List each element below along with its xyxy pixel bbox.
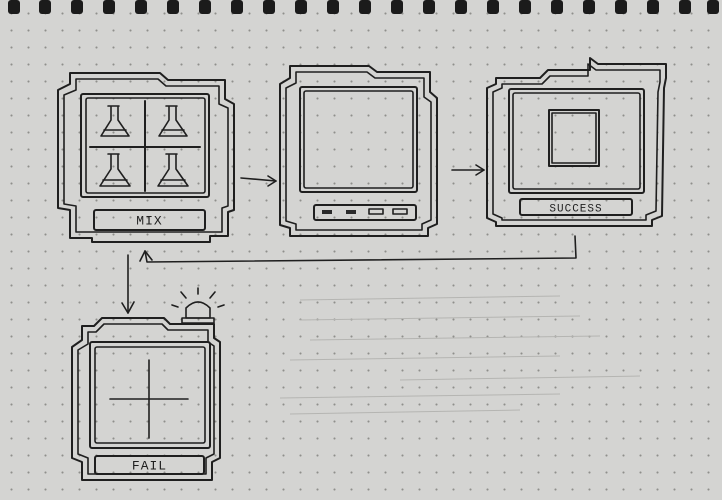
success-screen: SUCCESS	[486, 57, 667, 227]
success-button-label: SUCCESS	[549, 204, 602, 216]
flask-icon	[157, 153, 189, 187]
option-chip[interactable]	[368, 208, 384, 215]
option-chip[interactable]	[322, 210, 332, 214]
mix-screen: MIX	[57, 72, 235, 243]
fail-button[interactable]	[94, 455, 205, 475]
return-loop-arrow	[139, 235, 577, 263]
result-square	[548, 109, 600, 167]
fail-button-label: FAIL	[132, 459, 167, 474]
flask-icon	[100, 105, 130, 137]
flask-icon	[99, 153, 131, 187]
fail-display-area	[89, 341, 211, 449]
blank-display-area	[299, 86, 418, 193]
options-bar	[313, 204, 417, 221]
mix-display-area	[80, 93, 210, 198]
success-display-area	[508, 88, 645, 194]
notebook-spiral-binding	[8, 0, 719, 14]
bleed-through-marks	[279, 295, 641, 415]
fail-screen: FAIL	[71, 287, 225, 481]
arrow-down-icon	[121, 254, 135, 314]
flask-icon	[158, 105, 188, 137]
blank-screen	[279, 65, 438, 237]
option-chip[interactable]	[346, 210, 356, 214]
arrow-right-icon	[240, 175, 277, 187]
mix-button[interactable]	[93, 209, 206, 231]
mix-button-label: MIX	[136, 214, 162, 229]
success-button[interactable]	[519, 198, 633, 216]
alarm-light-icon	[171, 287, 225, 324]
option-chip[interactable]	[392, 208, 408, 215]
arrow-right-icon	[451, 164, 485, 176]
